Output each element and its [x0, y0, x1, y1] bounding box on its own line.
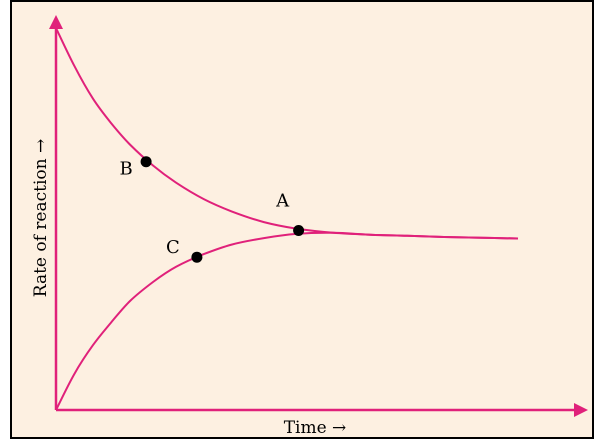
y-axis-label: Rate of reaction →: [31, 139, 51, 298]
points-layer: B C A: [119, 156, 305, 263]
y-axis-arrowhead: [49, 15, 63, 29]
x-axis-arrowhead: [574, 403, 588, 417]
plot-background: [10, 0, 594, 439]
point-label-c: C: [166, 237, 180, 258]
series-line-backward: [55, 231, 519, 411]
point-label-b: B: [119, 159, 132, 180]
point-a: [293, 225, 305, 236]
point-label-a: A: [275, 191, 290, 212]
x-axis-label: Time →: [284, 418, 347, 438]
series-layer: [55, 27, 519, 411]
point-b: [140, 156, 152, 168]
point-c: [191, 251, 203, 263]
